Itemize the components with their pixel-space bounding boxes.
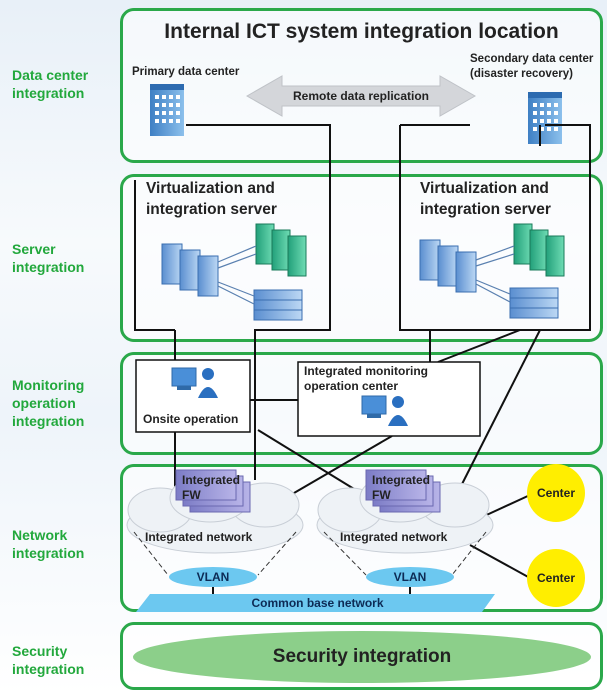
side-label-line: integration (12, 661, 85, 677)
server-title-line: Virtualization and (146, 180, 275, 197)
replication-label: Remote data replication (292, 89, 430, 103)
secondary-dc-line: Secondary data center (470, 53, 594, 65)
side-label-server: Server integration (12, 240, 84, 276)
monitoring-center-box (297, 361, 481, 437)
monitoring-center-line: operation center (304, 379, 399, 393)
replication-arrow (245, 75, 477, 117)
side-label-line: Server (12, 241, 56, 257)
page-title: Internal ICT system integration location (164, 20, 559, 43)
fw-label-line: FW (372, 488, 391, 502)
onsite-operator-icon (171, 367, 218, 398)
left-server-title: Virtualization and integration server (146, 178, 277, 220)
right-server-cluster-icon (419, 223, 565, 319)
server-title-line: integration server (146, 201, 277, 218)
fw-label-line: FW (182, 488, 201, 502)
side-label-line: Network (12, 527, 68, 543)
fw-label-line: Integrated (372, 473, 431, 487)
left-server-cluster-icon (161, 223, 307, 321)
side-label-line: integration (12, 259, 85, 275)
right-fw-icon (365, 469, 441, 513)
secondary-building-icon (528, 92, 562, 144)
security-integration-label: Security integration (272, 646, 452, 667)
side-label-line: Monitoring (12, 377, 85, 393)
side-label-line: integration (12, 85, 85, 101)
center-circle-2 (527, 549, 585, 607)
center-label-1: Center (536, 486, 575, 500)
common-base-network-label: Common base network (251, 596, 384, 610)
monitoring-center-line: Integrated monitoring (304, 364, 428, 378)
side-label-line: Security (12, 643, 68, 659)
monitoring-center-label: Integrated monitoring operation center (304, 364, 428, 394)
onsite-operation-label: Onsite operation (143, 412, 239, 426)
center-circle-1 (527, 464, 585, 522)
left-vlan-shape (169, 567, 257, 587)
left-fw-icon (175, 469, 251, 513)
side-label-line: operation (12, 395, 76, 411)
common-base-network-shape (136, 594, 495, 612)
monitoring-operator-icon (361, 395, 408, 426)
right-vlan-label: VLAN (393, 570, 427, 584)
side-label-line: Data center (12, 67, 89, 83)
security-ellipse (133, 631, 591, 683)
side-label-network: Network integration (12, 526, 84, 562)
primary-building-icon (150, 84, 184, 136)
left-network-label: Integrated network (145, 530, 253, 544)
right-server-title: Virtualization and integration server (420, 178, 551, 220)
side-label-security: Security integration (12, 642, 84, 678)
server-title-line: Virtualization and (420, 180, 549, 197)
side-label-line: integration (12, 413, 85, 429)
side-label-data-center: Data center integration (12, 66, 88, 102)
side-label-line: integration (12, 545, 85, 561)
right-vlan-shape (366, 567, 454, 587)
right-network-label: Integrated network (340, 530, 448, 544)
secondary-dc-label: Secondary data center (disaster recovery… (470, 52, 593, 82)
vlan-cone-lines (133, 531, 487, 576)
left-vlan-label: VLAN (196, 570, 230, 584)
primary-dc-label: Primary data center (132, 66, 240, 78)
side-label-monitoring: Monitoring operation integration (12, 376, 84, 430)
center-label-2: Center (536, 571, 575, 585)
server-title-line: integration server (420, 201, 551, 218)
right-fw-label: Integrated FW (372, 473, 430, 503)
secondary-dc-line: (disaster recovery) (470, 68, 573, 80)
fw-label-line: Integrated (182, 473, 241, 487)
left-fw-label: Integrated FW (182, 473, 240, 503)
